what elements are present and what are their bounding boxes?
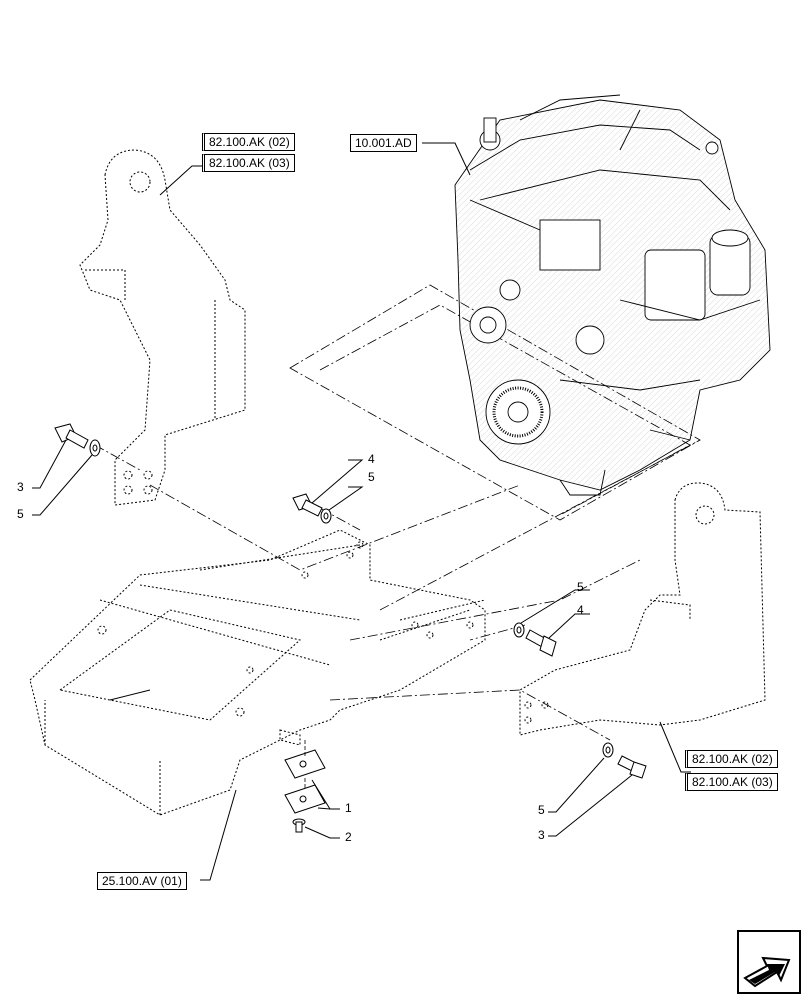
right-engine-bracket bbox=[519, 482, 766, 736]
engine-assembly bbox=[454, 94, 771, 496]
washer-5-lower bbox=[602, 742, 614, 758]
callout-3-lower: 3 bbox=[538, 828, 545, 842]
washer-5-left bbox=[89, 439, 101, 457]
callout-5-lower: 5 bbox=[538, 803, 545, 817]
callout-5-mid: 5 bbox=[368, 470, 375, 484]
callout-5-right: 5 bbox=[577, 580, 584, 594]
ref-left-bracket-02[interactable]: 82.100.AK (02) bbox=[202, 133, 295, 151]
shim-plate-1-upper bbox=[284, 749, 326, 779]
callout-4-mid: 4 bbox=[368, 452, 375, 466]
callout-3-left: 3 bbox=[17, 480, 24, 494]
shim-plate-1-lower bbox=[284, 784, 326, 814]
ref-left-bracket-03[interactable]: 82.100.AK (03) bbox=[202, 154, 295, 172]
ref-right-bracket-02[interactable]: 82.100.AK (02) bbox=[685, 750, 778, 768]
callout-2: 2 bbox=[345, 830, 352, 844]
callout-5-left: 5 bbox=[17, 507, 24, 521]
bolt-4-mid bbox=[292, 493, 323, 517]
ref-engine[interactable]: 10.001.AD bbox=[350, 134, 417, 152]
screw-2 bbox=[292, 818, 306, 833]
ref-right-bracket-03[interactable]: 82.100.AK (03) bbox=[685, 773, 778, 791]
front-frame-and-sump bbox=[29, 529, 486, 816]
callout-4-right: 4 bbox=[577, 603, 584, 617]
washer-5-right bbox=[513, 622, 525, 638]
left-engine-bracket bbox=[79, 149, 246, 506]
bolt-4-right bbox=[525, 629, 557, 657]
bolt-3-lower bbox=[617, 755, 647, 779]
callout-1: 1 bbox=[345, 801, 352, 815]
leader-lines bbox=[32, 142, 691, 881]
bolt-3-left bbox=[54, 423, 89, 449]
ref-sump[interactable]: 25.100.AV (01) bbox=[97, 872, 187, 890]
washer-5-mid bbox=[320, 508, 332, 524]
next-page-arrow-icon[interactable] bbox=[737, 930, 801, 994]
